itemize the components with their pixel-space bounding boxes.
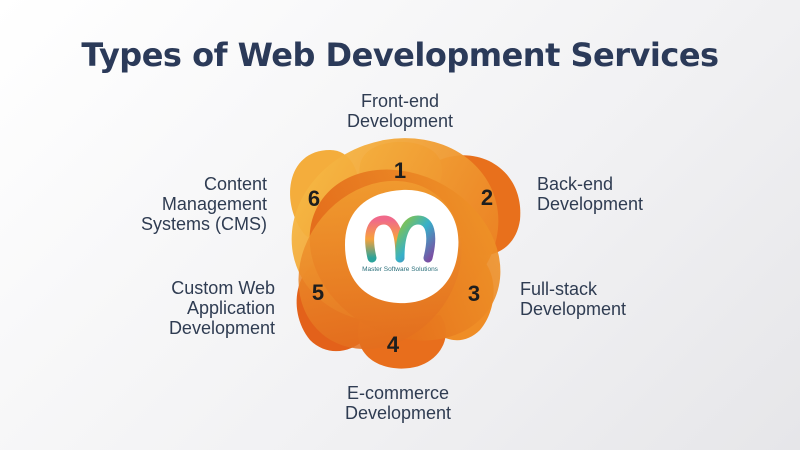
service-number-6: 6 — [308, 186, 320, 211]
company-logo: Master Software Solutions — [362, 215, 439, 273]
service-label-5: Custom Web Application Development — [168, 278, 275, 338]
service-number-4: 4 — [387, 332, 400, 357]
logo-text: Master Software Solutions — [362, 266, 439, 273]
service-label-6: Content Management Systems (CMS) — [141, 174, 267, 234]
service-number-5: 5 — [312, 280, 324, 305]
service-label-3: Full-stack Development — [520, 279, 627, 319]
service-label-2: Back-end Development — [537, 174, 644, 214]
service-label-4: E-commerce Development — [344, 383, 452, 423]
service-number-2: 2 — [481, 185, 493, 210]
diagram-title: Types of Web Development Services — [81, 36, 719, 74]
service-number-1: 1 — [394, 158, 406, 183]
logo-m-right — [395, 215, 436, 263]
service-number-3: 3 — [468, 281, 480, 306]
service-label-1: Front-end Development — [346, 91, 454, 131]
